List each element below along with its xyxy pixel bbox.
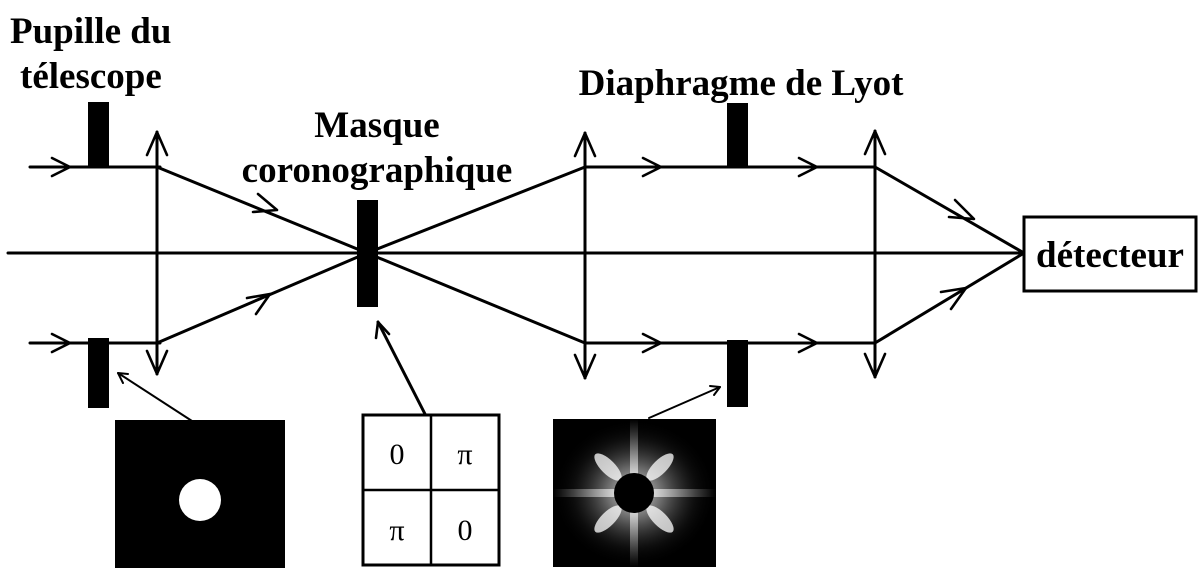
input-ray-top-arrow — [50, 156, 72, 178]
lyot-stop-bottom — [727, 340, 748, 407]
phase-cell-bottom-right: 0 — [458, 514, 473, 547]
phase-mask-grid: 0 π π 0 — [361, 413, 501, 567]
lens-1-arrow-top — [145, 130, 169, 157]
phase-cell-bottom-left: π — [389, 514, 404, 547]
lyot-plane-image-inset — [553, 419, 716, 567]
detector-label: détecteur — [1036, 235, 1184, 276]
collimated-ray-top-arrow-2 — [797, 156, 819, 178]
lyot-stop-label: Diaphragme de Lyot — [579, 63, 904, 104]
mask-pointer-head — [374, 320, 391, 340]
pupil-label-line1: Pupille du — [10, 11, 171, 52]
detector-ray-top-arrow — [947, 198, 976, 221]
detector-box — [1022, 215, 1198, 293]
collimated-ray-top-arrow-1 — [641, 156, 663, 178]
pupil-pointer-head — [117, 372, 129, 384]
converging-ray-bottom-arrow — [245, 292, 272, 316]
detector-ray-bottom — [873, 251, 1026, 345]
lens-1-arrow-bottom — [145, 349, 169, 376]
phase-cell-top-right: π — [457, 438, 472, 471]
lyot-pointer-head — [709, 385, 721, 396]
mask-label-line2: coronographique — [242, 150, 513, 191]
pupil-image-bright-spot — [179, 479, 221, 521]
diverging-ray-top — [365, 165, 587, 255]
collimated-ray-bottom-arrow-2 — [797, 332, 819, 354]
lens-2-arrow-bottom — [573, 353, 597, 380]
converging-ray-bottom — [155, 251, 369, 345]
lyot-stop-top — [727, 103, 748, 166]
pupil-pointer-line — [117, 372, 193, 422]
lens-2-arrow-top — [573, 131, 597, 158]
diverging-ray-bottom — [365, 251, 587, 345]
pupil-label-line2: télescope — [20, 56, 162, 97]
mask-label-line1: Masque — [314, 105, 439, 146]
lens-3-arrow-top — [863, 129, 887, 156]
lens-3-arrow-bottom — [863, 352, 887, 379]
input-ray-bottom-arrow — [50, 332, 72, 354]
mask-pointer-line — [376, 320, 427, 416]
detector-ray-bottom-arrow — [939, 286, 968, 311]
detector-ray-top — [873, 165, 1026, 255]
collimated-ray-bottom-arrow-1 — [641, 332, 663, 354]
pupil-stop-top — [88, 102, 109, 168]
lyot-pointer-line — [648, 386, 721, 419]
pupil-stop-bottom — [88, 338, 109, 408]
phase-cell-top-left: 0 — [390, 438, 405, 471]
converging-ray-top-arrow — [251, 192, 279, 214]
